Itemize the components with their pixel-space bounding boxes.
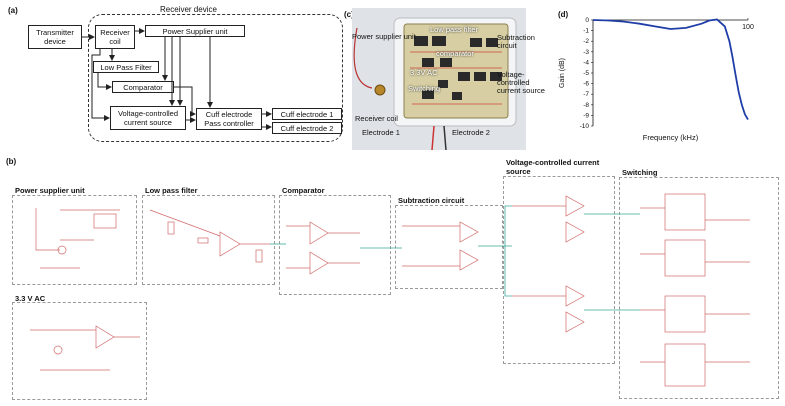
section-box-3v3-ac: [12, 302, 147, 400]
y-tick-label: -3: [583, 49, 589, 56]
y-tick-label: -6: [583, 81, 589, 88]
section-box-switching: [619, 177, 779, 399]
section-label-3v3-ac: 3.3 V AC: [15, 294, 46, 303]
section-box-power-supplier: [12, 195, 137, 285]
power-supplier-block: Power Supplier unit: [145, 25, 245, 37]
section-box-subtraction: [395, 205, 503, 289]
y-tick-label: -2: [583, 38, 589, 45]
device-photo: [352, 8, 526, 150]
y-tick-label: -9: [583, 112, 589, 119]
photo-label-low-pass-filter: Low pass filter: [430, 25, 478, 34]
device-photo-drawing: [352, 8, 526, 150]
y-axis-label: Gain (dB): [559, 58, 566, 88]
y-tick-label: -8: [583, 102, 589, 109]
section-box-vccs: [503, 176, 615, 364]
photo-label-subtraction: Subtraction circuit: [497, 33, 535, 50]
section-label-switching: Switching: [622, 168, 658, 177]
panel-label-a: (a): [8, 6, 18, 15]
section-label-power-supplier: Power supplier unit: [15, 186, 85, 195]
y-tick-label: 0: [585, 17, 589, 24]
y-tick-label: -5: [583, 70, 589, 77]
y-tick-label: -4: [583, 59, 589, 66]
block-diagram-arrows: [82, 28, 272, 130]
x-tick-label: 100: [742, 24, 754, 31]
cuff-electrode-1-block: Cuff electrode 1: [272, 108, 342, 120]
photo-label-vccs: Voltage-controlled current source: [497, 70, 545, 95]
low-pass-filter-block: Low Pass Filter: [93, 61, 159, 73]
receiver-device-box: [88, 14, 343, 142]
photo-label-3v3: 3.3V AC: [410, 68, 438, 77]
gain-series-line: [592, 18, 749, 121]
photo-label-switching: Switching: [408, 84, 441, 93]
panel-label-b: (b): [6, 157, 17, 166]
y-tick-label: -7: [583, 91, 589, 98]
receiver-coil-block: Receiver coil: [95, 25, 135, 49]
photo-label-receiver-coil: Receiver coil: [355, 114, 398, 123]
section-label-low-pass-filter: Low pass filter: [145, 186, 198, 195]
photo-label-electrode-2: Electrode 2: [452, 128, 490, 137]
cuff-controller-block: Cuff electrode Pass controller: [196, 108, 262, 130]
section-label-subtraction: Subtraction circuit: [398, 196, 465, 205]
section-box-comparator: [279, 195, 391, 295]
panel-label-c: (c): [344, 10, 354, 19]
section-box-low-pass-filter: [142, 195, 275, 285]
transmitter-block: Transmitter device: [28, 25, 82, 49]
section-label-vccs: Voltage-controlled current source: [506, 158, 600, 176]
x-axis-label: Frequency (kHz): [643, 133, 699, 142]
photo-label-electrode-1: Electrode 1: [362, 128, 400, 137]
y-tick-label: -10: [580, 123, 590, 130]
comparator-block: Comparator: [112, 81, 174, 93]
panel-label-d: (d): [558, 10, 569, 19]
photo-label-comparator: comparator: [436, 49, 474, 58]
cuff-electrode-2-block: Cuff electrode 2: [272, 122, 342, 134]
receiver-device-label: Receiver device: [160, 5, 217, 14]
photo-label-power-supplier: Power supplier unit: [352, 32, 416, 41]
vccs-block: Voltage-controlled current source: [110, 106, 186, 130]
y-tick-label: -1: [583, 28, 589, 35]
section-label-comparator: Comparator: [282, 186, 325, 195]
